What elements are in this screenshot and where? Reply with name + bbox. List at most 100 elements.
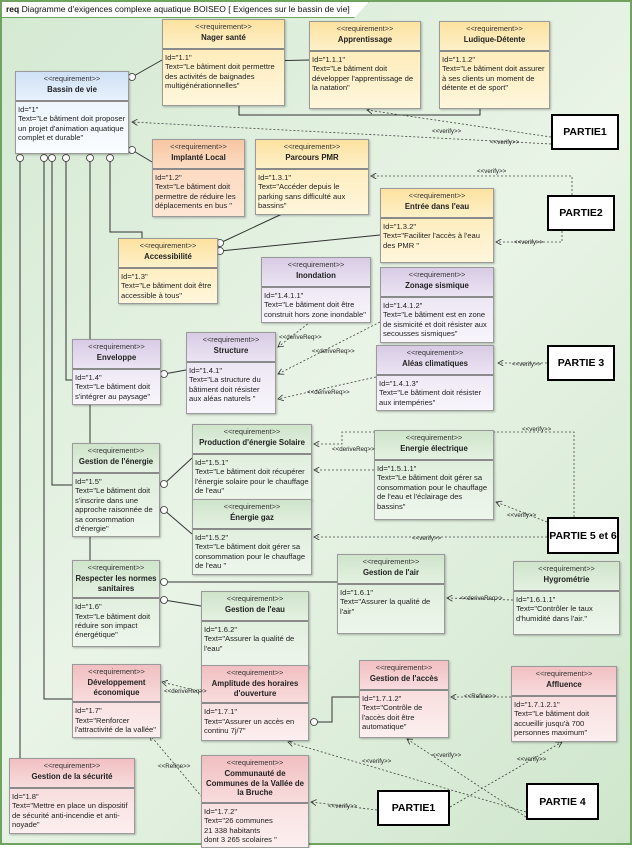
requirement-gestion-energie[interactable]: <<requirement>> Gestion de l'énergie Id=… xyxy=(72,443,160,538)
requirement-body: Id="1.5.2" Text="Le bâtiment doit gérer … xyxy=(193,530,311,574)
stereotype-label: <<requirement>> xyxy=(405,433,463,442)
requirement-header: <<requirement>> Parcours PMR xyxy=(256,140,368,170)
requirement-amplitude-horaires[interactable]: <<requirement>> Amplitude des horaires d… xyxy=(201,665,309,741)
requirement-name: Energie électrique xyxy=(400,444,468,453)
requirement-id: Id="1.6.1" xyxy=(340,588,374,597)
requirement-id: Id="1.4.1.2" xyxy=(383,301,423,310)
deriveReq-label: <<deriveReq>> xyxy=(164,688,207,695)
requirement-name: Communauté de Communes de la Vallée de l… xyxy=(206,769,304,798)
requirement-body: Id="1.3.1" Text="Accéder depuis le parki… xyxy=(256,170,368,214)
requirement-id: Id="1" xyxy=(18,105,39,114)
requirement-body: Id="1.1.2" Text="Le bâtiment doit assure… xyxy=(440,52,549,96)
requirement-name: Aléas climatiques xyxy=(402,359,468,368)
requirement-header: <<requirement>> Production d'énergie Sol… xyxy=(193,425,311,455)
verify-label: <<verify>> xyxy=(328,803,358,810)
stereotype-label: <<requirement>> xyxy=(226,758,284,767)
requirement-gestion-acces[interactable]: <<requirement>> Gestion de l'accès Id="1… xyxy=(359,660,449,738)
diagram-name: Diagramme d'exigences complexe aquatique… xyxy=(21,4,226,14)
requirement-id: Id="1.3.2" xyxy=(383,222,417,231)
requirement-id: Id="1.7.2" xyxy=(204,806,238,816)
requirement-text: Text="Renforcer l'attractivité de la val… xyxy=(75,715,156,734)
requirement-energie-gaz[interactable]: <<requirement>> Énergie gaz Id="1.5.2" T… xyxy=(192,499,312,575)
requirement-gestion-securite[interactable]: <<requirement>> Gestion de la sécurité I… xyxy=(9,758,135,834)
requirement-header: <<requirement>> Respecter les normes san… xyxy=(73,561,159,600)
requirement-parcours-pmr[interactable]: <<requirement>> Parcours PMR Id="1.3.1" … xyxy=(255,139,369,215)
requirement-name: Gestion de l'eau xyxy=(225,605,285,614)
requirement-header: <<requirement>> Gestion de la sécurité xyxy=(10,759,134,789)
requirement-aleas-climatiques[interactable]: <<requirement>> Aléas climatiques Id="1.… xyxy=(376,345,494,412)
requirement-name: Bassin de vie xyxy=(47,85,97,94)
test-case-partie56[interactable]: PARTIE 5 et 6 xyxy=(547,517,619,554)
requirement-apprentissage[interactable]: <<requirement>> Apprentissage Id="1.1.1"… xyxy=(309,21,421,109)
requirement-text: Text="Contrôle de l'accès doit être auto… xyxy=(362,703,423,732)
requirement-entree-eau[interactable]: <<requirement>> Entrée dans l'eau Id="1.… xyxy=(380,188,494,263)
requirement-name: Ludique-Détente xyxy=(463,35,526,44)
requirement-name: Gestion de l'air xyxy=(362,568,419,577)
requirement-gestion-eau[interactable]: <<requirement>> Gestion de l'eau Id="1.6… xyxy=(201,591,309,668)
requirement-accessibilite[interactable]: <<requirement>> Accessibilité Id="1.3" T… xyxy=(118,238,218,305)
test-case-partie3[interactable]: PARTIE 3 xyxy=(547,345,615,381)
requirement-name: Parcours PMR xyxy=(285,153,339,162)
requirement-inondation[interactable]: <<requirement>> Inondation Id="1.4.1.1" … xyxy=(261,257,371,324)
stereotype-label: <<requirement>> xyxy=(223,502,281,511)
requirement-body: Id="1.7.1" Text="Assurer un accès en con… xyxy=(202,704,308,738)
requirement-text: Text="Le bâtiment doit permettre de rédu… xyxy=(155,182,236,211)
requirement-body: Id="1.7.1.2.1" Text="Le bâtiment doit ac… xyxy=(512,697,616,741)
requirement-nager-sante[interactable]: <<requirement>> Nager santé Id="1.1" Tex… xyxy=(162,19,285,106)
requirement-body: Id="1.6" Text="Le bâtiment doit réduire … xyxy=(73,599,159,643)
requirement-text: Text="Assurer la qualité de l'eau" xyxy=(204,634,295,653)
refine-label: <<Refine>> xyxy=(158,763,191,770)
requirement-bassin-de-vie[interactable]: <<requirement>> Bassin de vie Id="1" Tex… xyxy=(15,71,129,154)
requirement-header: <<requirement>> Zonage sismique xyxy=(381,268,493,298)
verify-label: <<verify>> xyxy=(362,758,392,765)
requirement-text: Text="Le bâtiment doit permettre des act… xyxy=(165,62,275,91)
requirement-communaute-communes[interactable]: <<requirement>> Communauté de Communes d… xyxy=(201,755,309,848)
stereotype-label: <<requirement>> xyxy=(202,335,260,344)
requirement-header: <<requirement>> Développement économique xyxy=(73,665,160,704)
requirement-energie-electrique[interactable]: <<requirement>> Energie électrique Id="1… xyxy=(374,430,494,520)
requirement-body: Id="1.4.1.3" Text="Le bâtiment doit rési… xyxy=(377,376,493,410)
requirement-body: Id="1.6.1" Text="Assurer la qualité de l… xyxy=(338,585,444,619)
requirement-header: <<requirement>> Gestion de l'énergie xyxy=(73,444,159,474)
requirement-id: Id="1.6.2" xyxy=(204,625,238,634)
requirement-affluence[interactable]: <<requirement>> Affluence Id="1.7.1.2.1"… xyxy=(511,666,617,742)
stereotype-label: <<requirement>> xyxy=(535,669,593,678)
requirement-body: Id="1.4.1.2" Text="Le bâtiment est en zo… xyxy=(381,298,493,342)
requirement-normes-sanitaires[interactable]: <<requirement>> Respecter les normes san… xyxy=(72,560,160,647)
requirement-name: Affluence xyxy=(546,680,582,689)
requirement-id: Id="1.8" xyxy=(12,792,39,801)
requirement-implante-local[interactable]: <<requirement>> Implanté Local Id="1.2" … xyxy=(152,139,245,217)
requirement-zonage-sismique[interactable]: <<requirement>> Zonage sismique Id="1.4.… xyxy=(380,267,494,343)
requirement-body: Id="1.6.2" Text="Assurer la qualité de l… xyxy=(202,622,308,656)
test-case-partie2[interactable]: PARTIE2 xyxy=(547,195,615,231)
requirement-id: Id="1.1.1" xyxy=(312,55,346,64)
requirement-body: Id="1.5.1" Text="Le bâtiment doit récupé… xyxy=(193,455,311,499)
requirement-id: Id="1.5.1.1" xyxy=(377,464,417,473)
test-case-partie1-top[interactable]: PARTIE1 xyxy=(551,114,619,150)
requirement-structure[interactable]: <<requirement>> Structure Id="1.4.1" Tex… xyxy=(186,332,276,414)
requirement-gestion-air[interactable]: <<requirement>> Gestion de l'air Id="1.6… xyxy=(337,554,445,634)
requirement-header: <<requirement>> Bassin de vie xyxy=(16,72,128,102)
requirement-name: Enveloppe xyxy=(96,353,137,362)
requirement-hygrometrie[interactable]: <<requirement>> Hygrométrie Id="1.6.1.1"… xyxy=(513,561,620,635)
requirement-enveloppe[interactable]: <<requirement>> Enveloppe Id="1.4" Text=… xyxy=(72,339,161,406)
requirement-name: Gestion de l'accès xyxy=(369,674,439,683)
requirement-name: Développement économique xyxy=(87,678,146,697)
requirement-header: <<requirement>> Nager santé xyxy=(163,20,284,50)
requirement-production-solaire[interactable]: <<requirement>> Production d'énergie Sol… xyxy=(192,424,312,500)
stereotype-label: <<requirement>> xyxy=(195,22,252,31)
test-case-partie1-bottom[interactable]: PARTIE1 xyxy=(377,790,450,826)
verify-label: <<verify>> xyxy=(514,239,544,246)
requirement-ludique-detente[interactable]: <<requirement>> Ludique-Détente Id="1.1.… xyxy=(439,21,550,109)
test-case-partie4[interactable]: PARTIE 4 xyxy=(526,783,599,820)
requirement-id: Id="1.7.1.2.1" xyxy=(514,700,560,709)
requirement-body: Id="1.4.1.1" Text="Le bâtiment doit être… xyxy=(262,288,370,322)
requirement-text: Text="Le bâtiment doit assurer à ses cli… xyxy=(442,64,545,93)
requirement-text: Text="Le bâtiment doit être construit ho… xyxy=(264,300,366,319)
stereotype-label: <<requirement>> xyxy=(375,663,433,672)
deriveReq-label: <<deriveReq>> xyxy=(279,334,322,341)
requirement-developpement-economique[interactable]: <<requirement>> Développement économique… xyxy=(72,664,161,739)
refine-label: <<Refine>> xyxy=(464,693,497,700)
stereotype-label: <<requirement>> xyxy=(139,241,197,250)
